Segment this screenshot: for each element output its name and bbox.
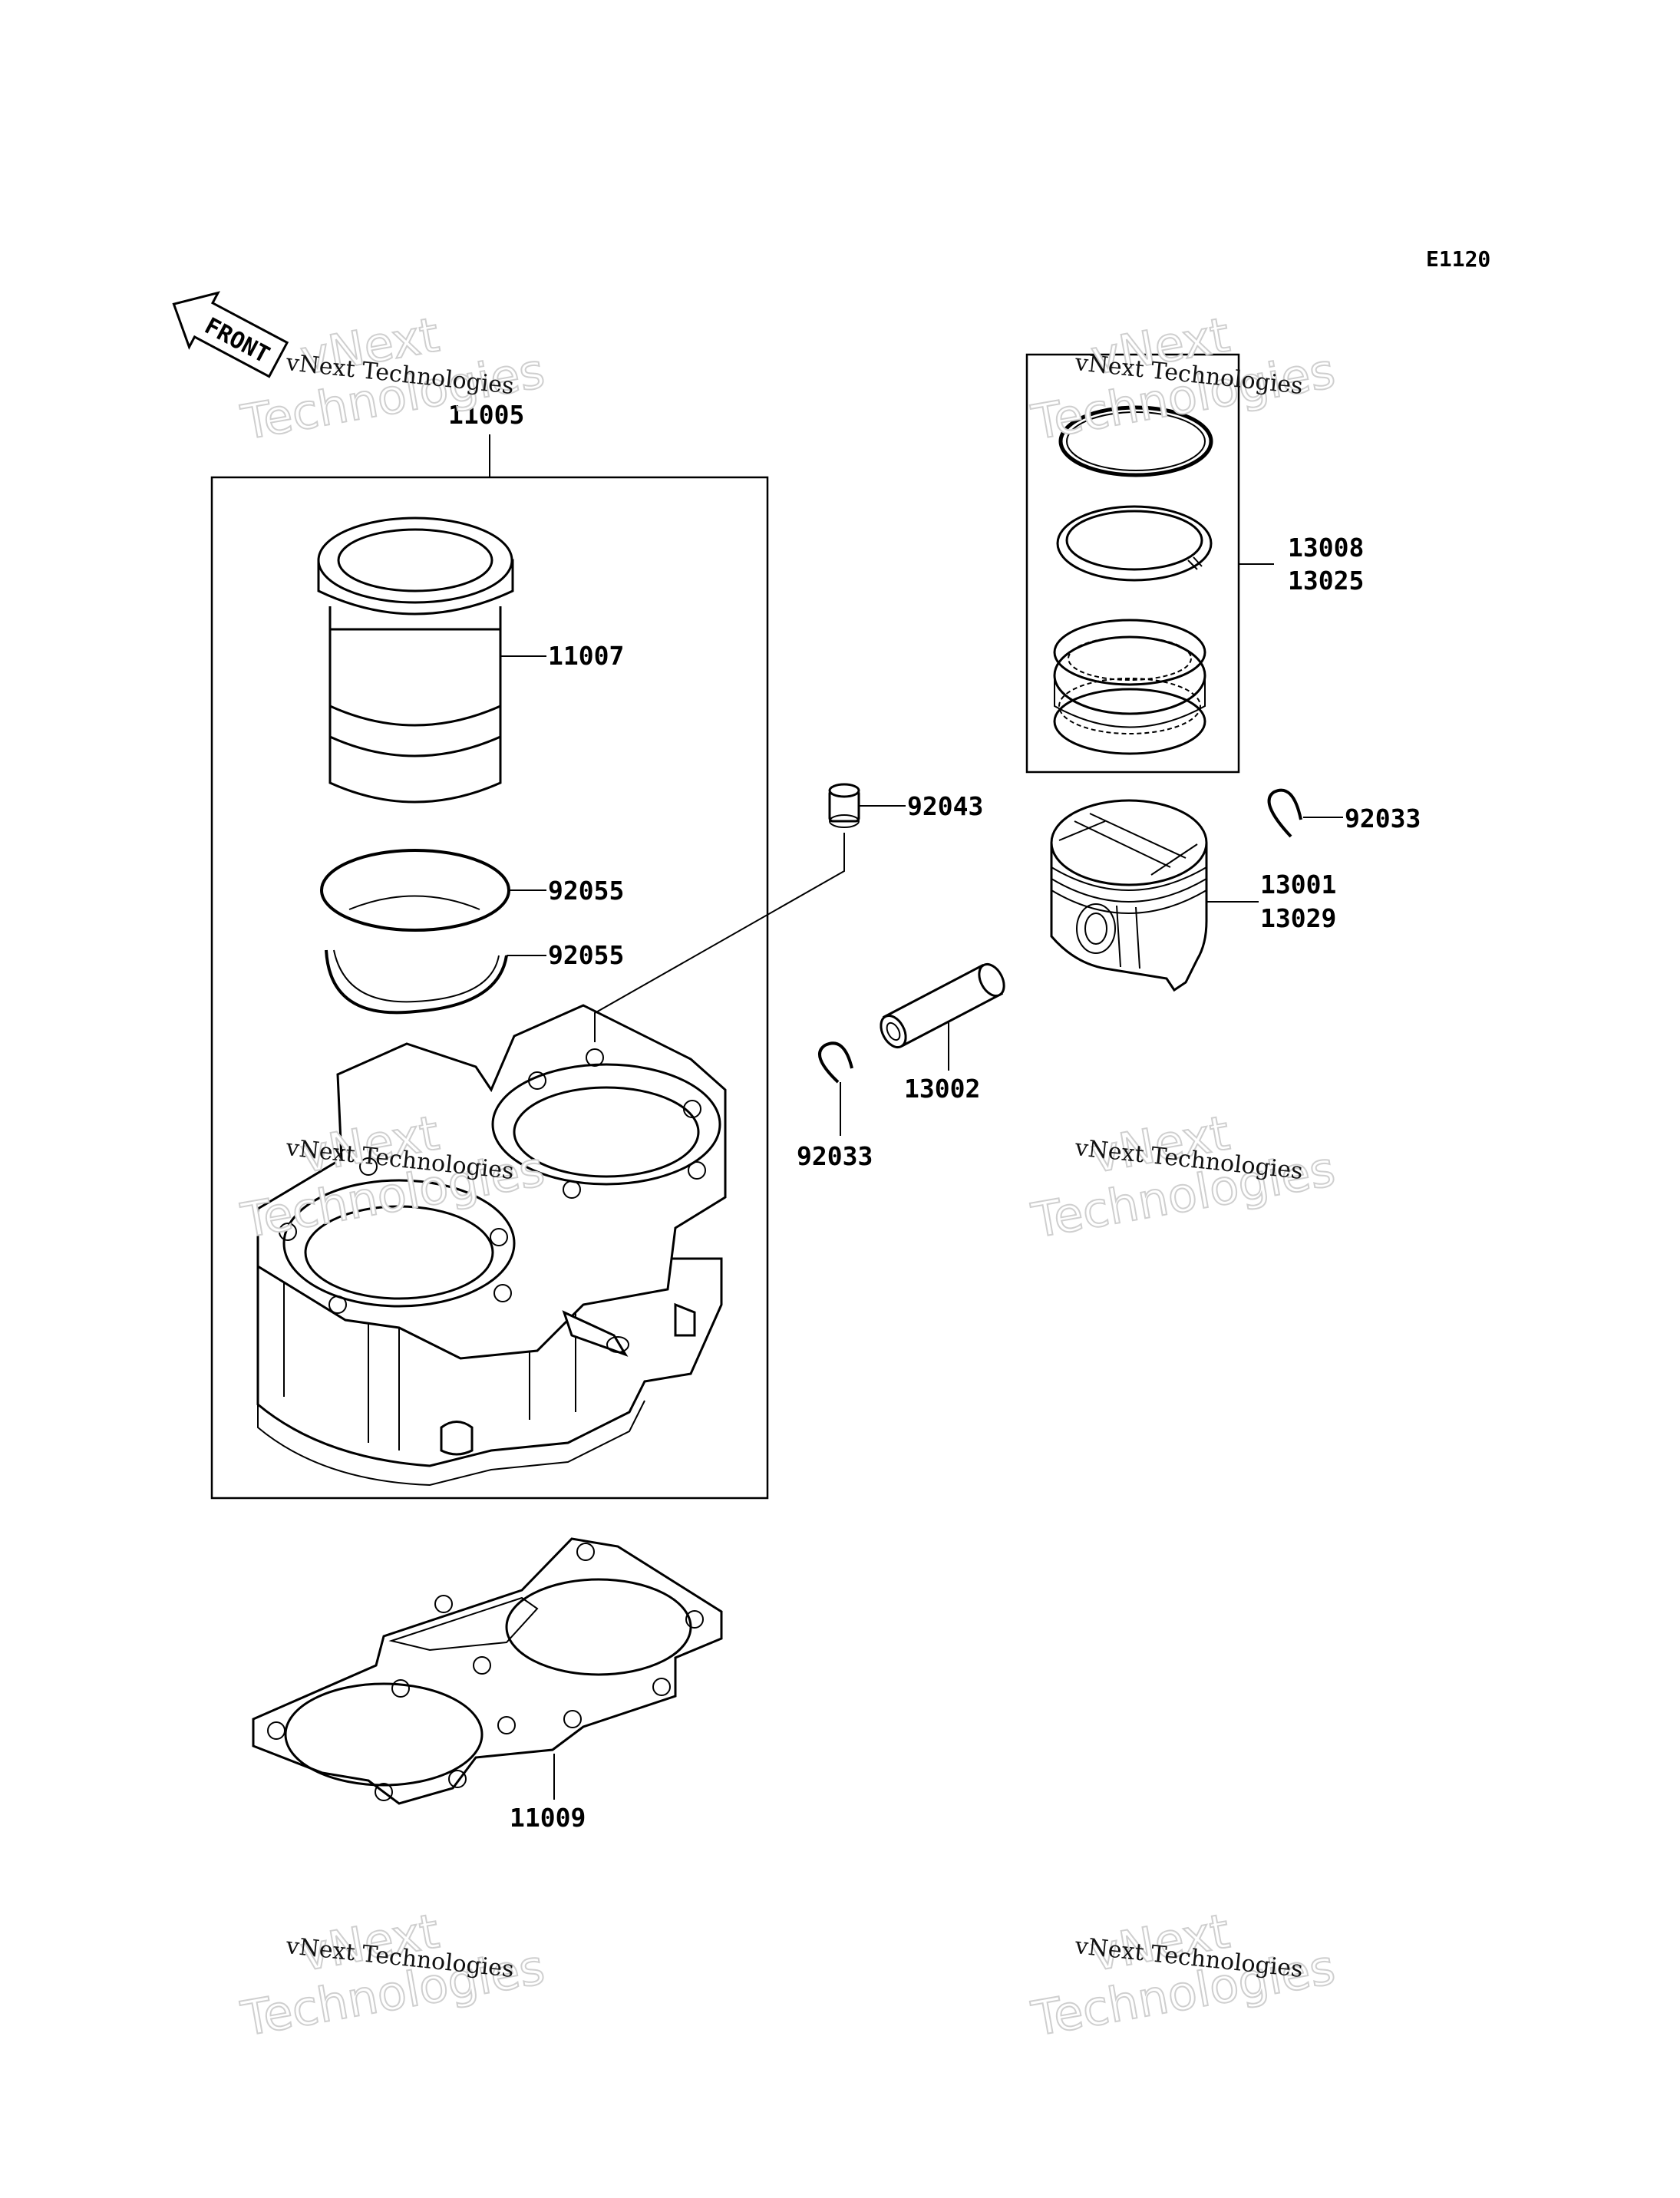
- label-92033-left: 92033: [797, 1141, 873, 1171]
- snap-ring-right: [1267, 788, 1302, 838]
- label-13002: 13002: [904, 1074, 980, 1104]
- snap-ring-left: [818, 1041, 853, 1084]
- o-ring-lower: [325, 949, 508, 1015]
- piston-pin: [880, 962, 1005, 1049]
- oil-ring-assembly: [1053, 619, 1206, 755]
- cylinder-block: [256, 1004, 727, 1487]
- label-92033-right: 92033: [1345, 804, 1421, 833]
- label-13029: 13029: [1260, 903, 1336, 933]
- piston: [1050, 799, 1208, 992]
- piston-ring-top: [1058, 405, 1213, 477]
- label-11009: 11009: [510, 1803, 586, 1833]
- label-92043: 92043: [907, 791, 983, 821]
- label-92055-upper: 92055: [548, 876, 624, 906]
- label-92055-lower: 92055: [548, 940, 624, 970]
- diagram-ref-code: E1120: [1426, 246, 1490, 272]
- front-arrow-icon: FRONT: [172, 291, 289, 378]
- label-11007: 11007: [548, 641, 624, 671]
- dowel-pin: [828, 783, 860, 828]
- label-13008: 13008: [1288, 533, 1364, 563]
- label-11005: 11005: [448, 400, 524, 430]
- label-13025: 13025: [1288, 566, 1364, 596]
- svg-text:vNext: vNext: [296, 306, 443, 385]
- label-13001: 13001: [1260, 870, 1336, 899]
- o-ring-upper: [320, 849, 510, 932]
- piston-ring-second: [1056, 505, 1213, 582]
- head-gasket: [252, 1537, 723, 1805]
- cylinder-liner: [317, 516, 514, 804]
